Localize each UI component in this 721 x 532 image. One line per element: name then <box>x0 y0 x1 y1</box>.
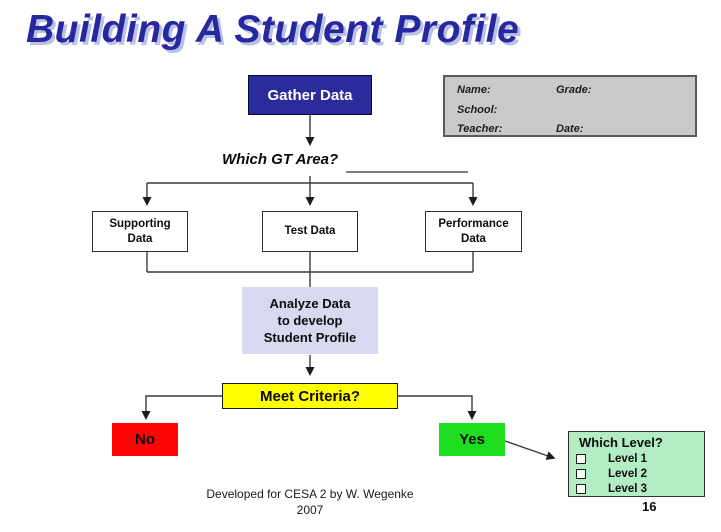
footer-credit: Developed for CESA 2 by W. Wegenke 2007 <box>150 486 470 518</box>
level-option-2: Level 2 <box>569 466 704 481</box>
name-label: Name: <box>457 84 491 96</box>
analyze-line-2: to develop <box>277 313 343 328</box>
info-row-name: Name: Grade: <box>457 84 591 96</box>
footer-line-1: Developed for CESA 2 by W. Wegenke <box>206 487 414 501</box>
which-level-title: Which Level? <box>579 435 663 450</box>
no-label: No <box>135 431 155 448</box>
performance-data-label: Performance Data <box>438 218 509 245</box>
level-option-3: Level 3 <box>569 481 704 496</box>
analyze-line-3: Student Profile <box>263 330 357 345</box>
level-option-label: Level 2 <box>608 467 647 480</box>
level-option-label: Level 1 <box>608 452 647 465</box>
level-option-1: Level 1 <box>569 451 704 466</box>
arrow-to-yes <box>398 395 477 420</box>
test-data-box: Test Data <box>262 211 358 252</box>
arrow-to-no <box>141 395 222 420</box>
test-data-label: Test Data <box>284 225 336 238</box>
checkbox-icon <box>576 468 586 479</box>
grade-label: Grade: <box>556 84 592 96</box>
analyze-line-1: Analyze Data <box>269 296 351 311</box>
checkbox-icon <box>576 483 586 494</box>
gather-data-box: Gather Data <box>248 75 372 115</box>
performance-data-box: Performance Data <box>425 211 522 252</box>
no-box: No <box>112 423 178 456</box>
yes-box: Yes <box>439 423 505 456</box>
yes-label: Yes <box>459 431 485 448</box>
gather-data-label: Gather Data <box>267 86 353 104</box>
checkbox-icon <box>576 453 586 464</box>
meet-criteria-box: Meet Criteria? <box>222 383 398 409</box>
footer-line-2: 2007 <box>296 503 324 517</box>
which-level-box: Which Level? Level 1 Level 2 Level 3 <box>568 431 705 497</box>
info-row-school: School: <box>457 104 497 116</box>
supporting-data-label: Supporting Data <box>109 218 171 245</box>
slide-title: Building A Student Profile <box>26 8 520 51</box>
meet-criteria-label: Meet Criteria? <box>259 387 361 405</box>
teacher-label: Teacher: <box>457 123 503 135</box>
date-label: Date: <box>556 123 584 135</box>
gt-area-question: Which GT Area? <box>222 151 339 168</box>
info-row-teacher: Teacher: Date: <box>457 123 584 135</box>
supporting-data-box: Supporting Data <box>92 211 188 252</box>
analyze-data-box: Analyze Data to develop Student Profile <box>242 287 378 354</box>
arrow-yes-to-level <box>504 440 556 460</box>
page-number: 16 <box>642 499 657 514</box>
student-info-box: Name: Grade: School: Teacher: Date: <box>443 75 697 137</box>
level-option-label: Level 3 <box>608 482 647 495</box>
school-label: School: <box>457 104 498 116</box>
